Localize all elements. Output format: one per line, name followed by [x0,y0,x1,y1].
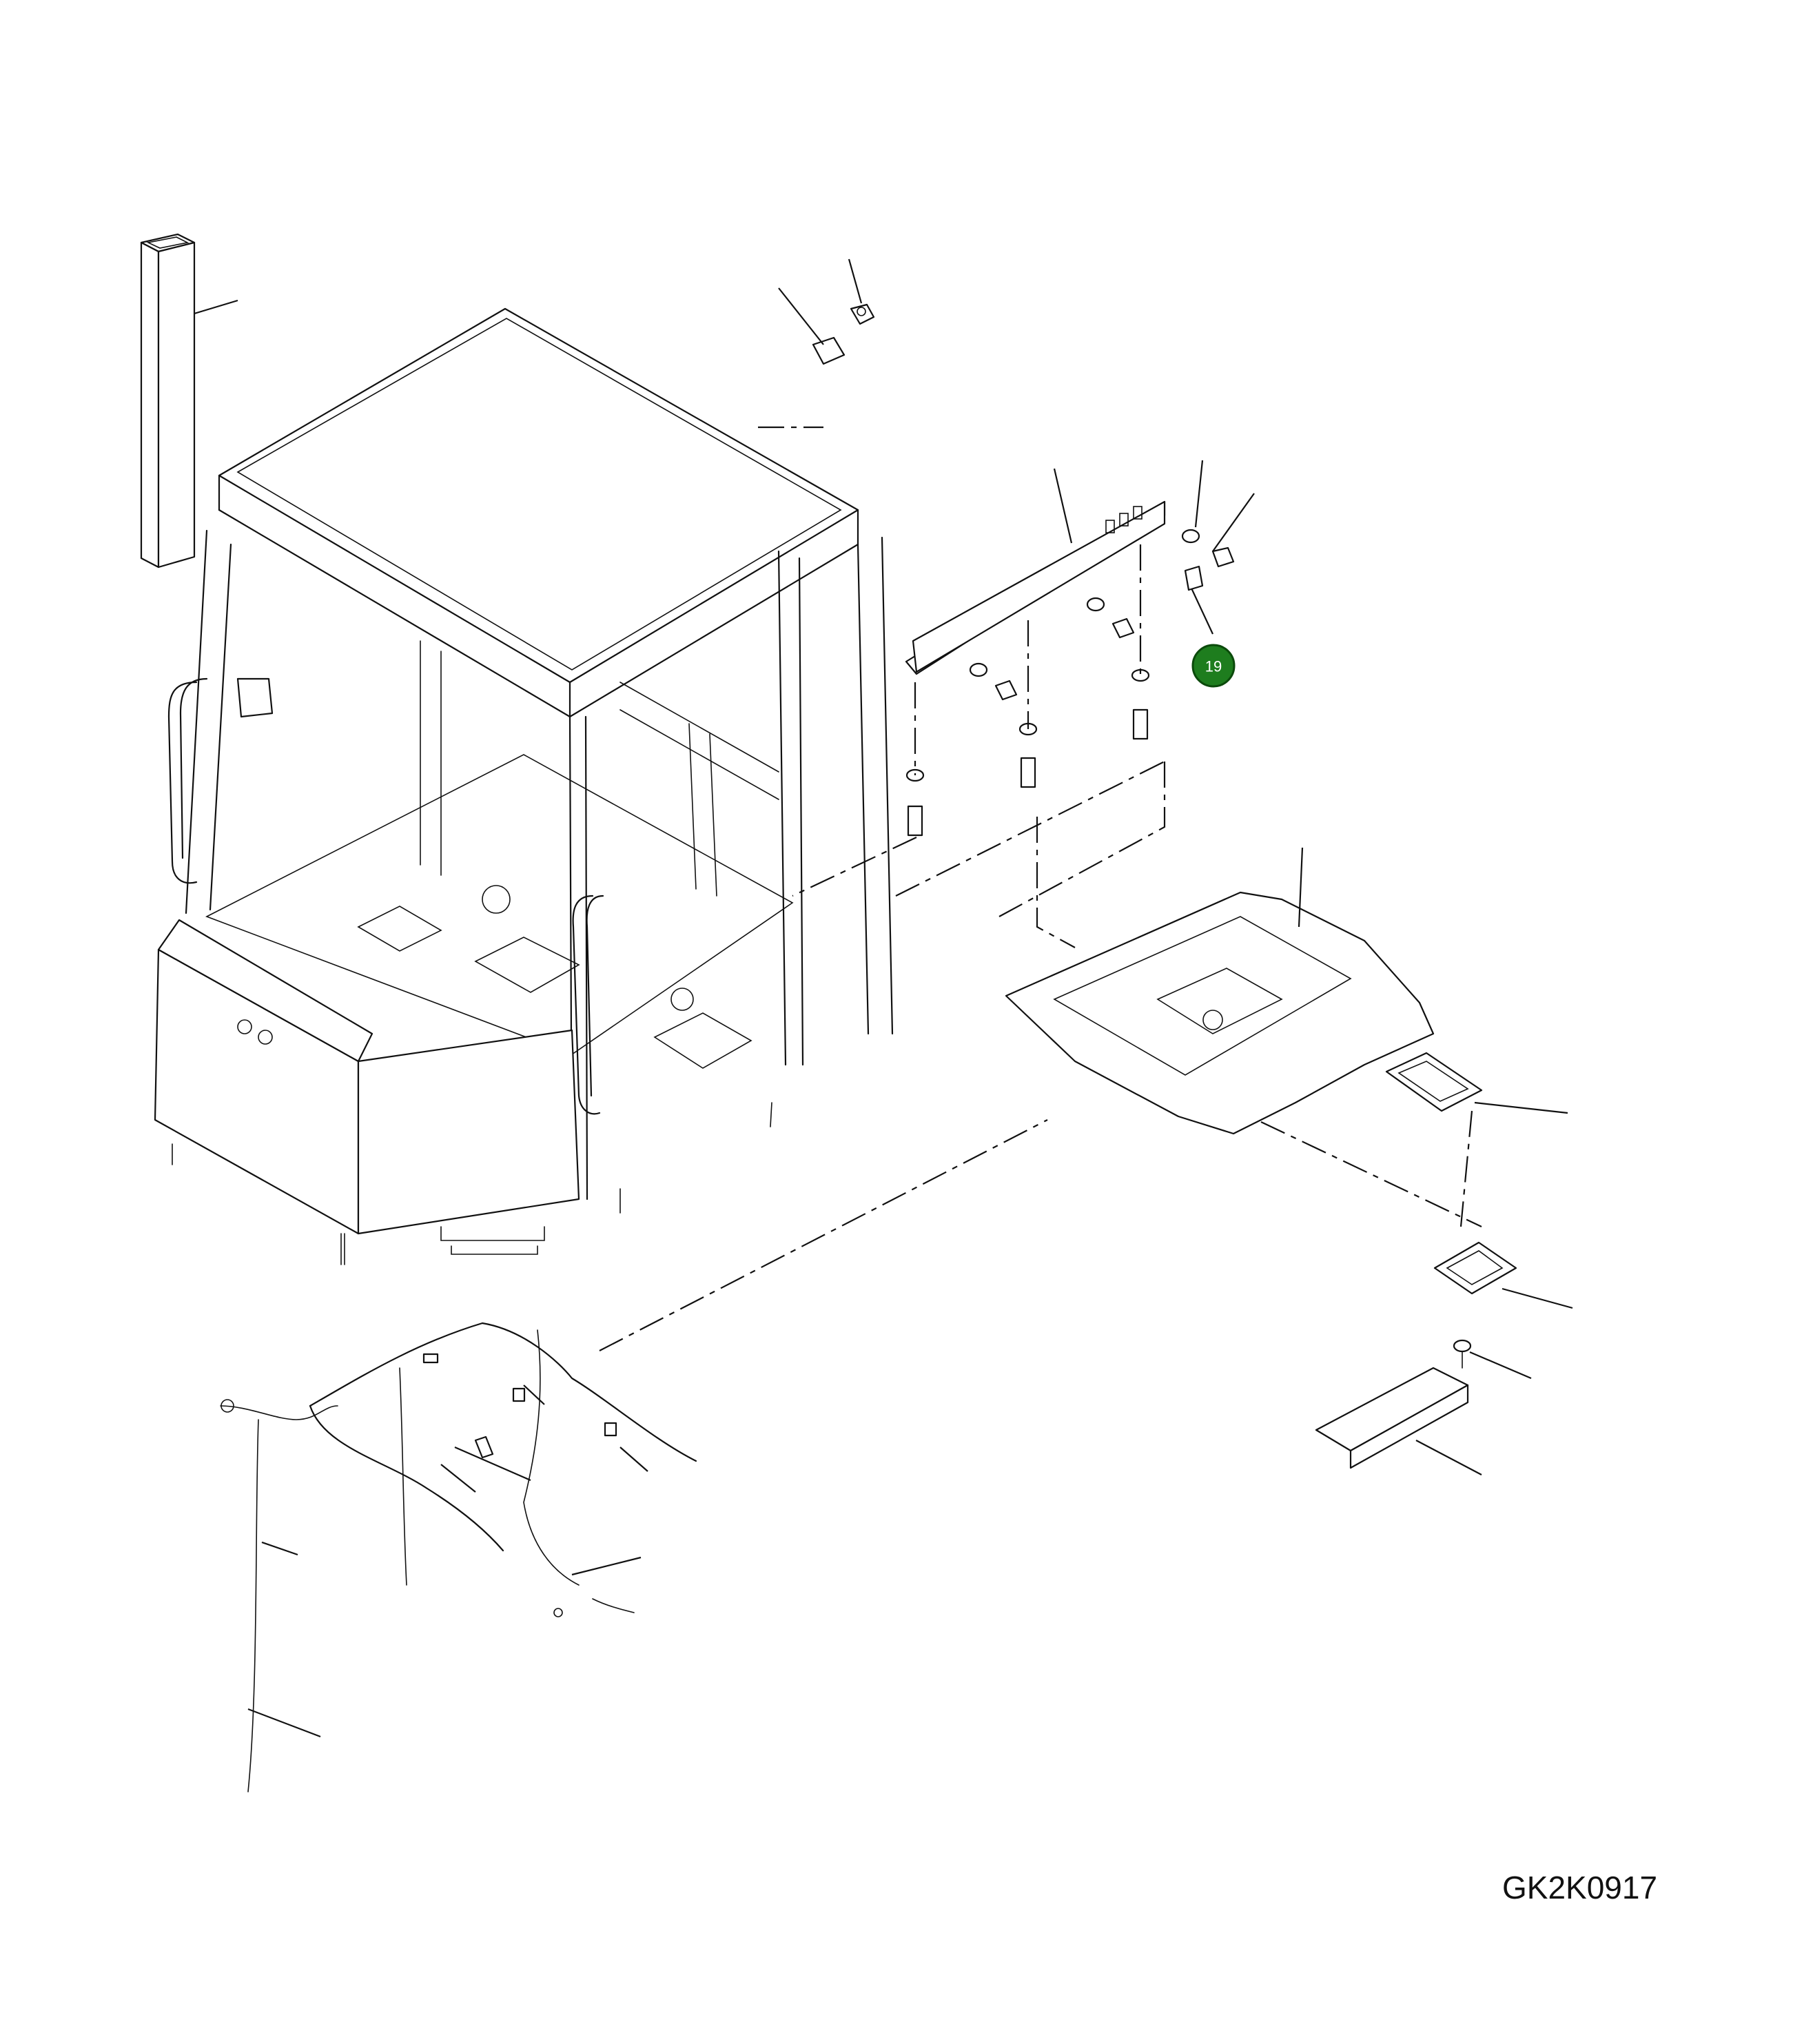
drawing-code: GK2K0917 [1502,1870,1657,1905]
callout-19[interactable]: 19 [1191,644,1236,688]
knob-part [778,258,875,365]
square-tube-part [140,233,238,569]
wiring-harness-part [220,1119,1048,1792]
switch-panel-part [905,460,1255,837]
callout-19-label: 19 [1205,658,1222,675]
assembly-guide-lines [758,426,1165,897]
grommet-plate-part [1260,1052,1573,1475]
floor-mat-part [998,762,1435,1135]
cab-frame-part [154,307,894,1265]
